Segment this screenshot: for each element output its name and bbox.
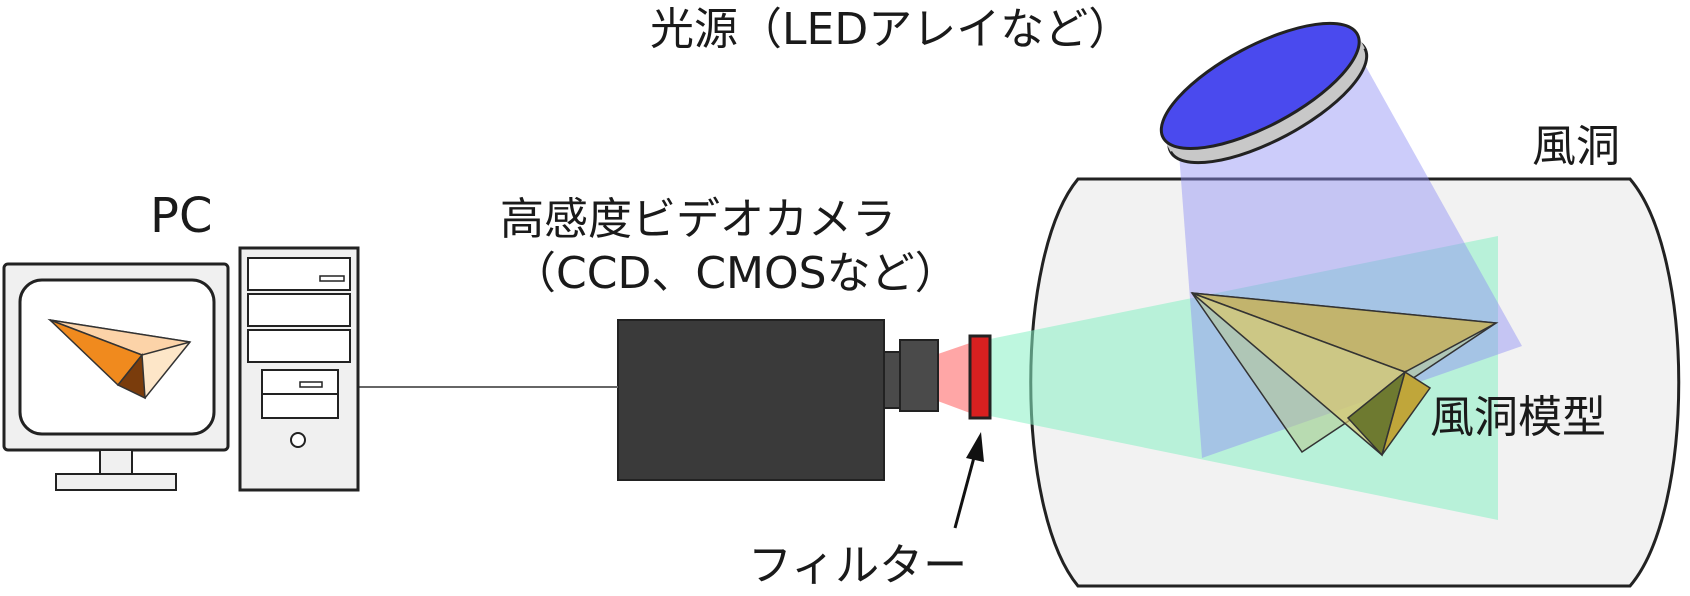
video-camera xyxy=(617,319,939,481)
led-array xyxy=(1159,21,1369,165)
light-source-label: 光源（LEDアレイなど） xyxy=(650,4,1132,55)
camera-lens xyxy=(899,339,939,412)
monitor-base xyxy=(55,473,177,491)
model-label: 風洞模型 xyxy=(1430,392,1606,443)
filter-arrow xyxy=(953,432,984,529)
camera-label: 高感度ビデオカメラ xyxy=(500,194,896,245)
pc-tower xyxy=(238,246,360,492)
camera-type-label: （CCD、CMOSなど） xyxy=(512,248,959,299)
wind-tunnel-label: 風洞 xyxy=(1532,121,1620,172)
filter xyxy=(968,334,992,420)
wind-tunnel-model xyxy=(1190,292,1499,457)
pc-label: PC xyxy=(150,188,212,244)
filter-label: フィルター xyxy=(748,540,967,591)
filtered-beam xyxy=(935,343,970,413)
power-button xyxy=(290,432,306,448)
monitor-neck xyxy=(99,449,133,475)
pc-monitor xyxy=(2,262,230,491)
paper-airplane-icon xyxy=(47,318,192,400)
emission-cone xyxy=(990,236,1498,520)
